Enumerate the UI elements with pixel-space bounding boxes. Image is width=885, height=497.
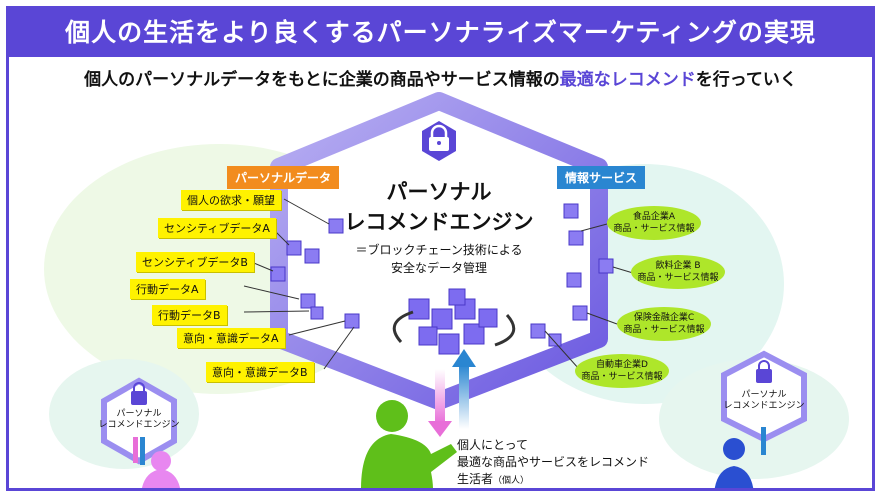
- up-arrow-head: [452, 349, 476, 367]
- page-subtitle: 個人のパーソナルデータをもとに企業の商品やサービス情報の最適なレコメンドを行って…: [9, 65, 872, 90]
- subtitle-text-2: を行っていく: [695, 70, 797, 90]
- small-engine-left-label: パーソナル レコメンドエンジン: [94, 409, 184, 431]
- engine-title-line2: レコメンドエンジン: [344, 210, 534, 234]
- company-name: 食品企業A: [632, 212, 676, 222]
- rotate-arrow-left: [392, 310, 414, 344]
- engine-description: ＝ブロックチェーン技術による 安全なデータ管理: [329, 241, 549, 277]
- consumer-figure: [361, 400, 457, 488]
- engine-title: パーソナル レコメンドエンジン: [344, 177, 534, 237]
- company-detail: 商品・サービス情報: [623, 325, 705, 335]
- small-engine-right-label: パーソナル レコメンドエンジン: [719, 390, 809, 412]
- company-badge: 食品企業A 商品・サービス情報: [607, 206, 701, 240]
- right-data-cubes: [530, 203, 614, 347]
- label-connectors: [243, 198, 355, 370]
- engine-desc-line2: 安全なデータ管理: [390, 261, 487, 275]
- lock-icon: [422, 121, 456, 161]
- small-engine-right-line2: レコメンドエンジン: [723, 401, 805, 411]
- up-arrow-shaft: [459, 364, 469, 429]
- consumer-label-small: （個人）: [493, 476, 530, 486]
- rotate-arrow-right: [494, 313, 516, 347]
- diagram-graphics: [44, 92, 849, 488]
- company-name: 飲料企業 B: [655, 261, 701, 271]
- company-detail: 商品・サービス情報: [581, 372, 663, 382]
- info-services-tag: 情報サービス: [557, 166, 646, 189]
- company-name: 自動車企業D: [596, 360, 648, 370]
- company-name: 保険金融企業C: [633, 313, 695, 323]
- company-connectors: [544, 223, 634, 370]
- personal-data-item: 意向・意識データB: [206, 362, 314, 382]
- personal-data-tag: パーソナルデータ: [227, 166, 340, 189]
- page-title: 個人の生活をより良くするパーソナライズマーケティングの実現: [9, 9, 872, 57]
- consumer-line1: 個人にとって: [457, 438, 529, 452]
- company-detail: 商品・サービス情報: [637, 273, 719, 283]
- company-badge: 保険金融企業C 商品・サービス情報: [617, 307, 711, 341]
- engine-title-line1: パーソナル: [386, 180, 492, 204]
- personal-data-item: 個人の欲求・願望: [181, 190, 281, 210]
- consumer-label: 生活者: [457, 472, 494, 486]
- company-badge: 自動車企業D 商品・サービス情報: [575, 354, 669, 388]
- down-arrow-head: [428, 421, 452, 437]
- company-badge: 飲料企業 B 商品・サービス情報: [631, 255, 725, 289]
- consumer-caption: 個人にとって 最適な商品やサービスをレコメンド 生活者（個人）: [457, 437, 650, 488]
- blockchain-cubes: [408, 288, 498, 355]
- small-engine-left-line2: レコメンドエンジン: [98, 420, 180, 430]
- personal-data-item: センシティブデータB: [136, 252, 254, 272]
- subtitle-text-1: 個人のパーソナルデータをもとに企業の商品やサービス情報の: [84, 70, 560, 90]
- small-left-up-arrow: [140, 437, 145, 465]
- small-engine-left-hex: [101, 377, 177, 465]
- company-detail: 商品・サービス情報: [613, 224, 695, 234]
- small-lock-left-icon: [131, 382, 147, 405]
- small-engine-right-line1: パーソナル: [741, 390, 787, 400]
- down-arrow-shaft: [435, 369, 445, 424]
- personal-data-item: センシティブデータA: [158, 218, 276, 238]
- engine-desc-line1: ＝ブロックチェーン技術による: [355, 243, 523, 257]
- consumer-line3: 生活者（個人）: [457, 471, 649, 488]
- personal-data-item: 意向・意識データA: [177, 328, 285, 348]
- subtitle-highlight: 最適なレコメンド: [559, 70, 696, 90]
- small-lock-right-icon: [756, 360, 772, 383]
- consumer-right-figure: [714, 438, 754, 488]
- consumer-line2: 最適な商品やサービスをレコメンド: [457, 455, 650, 469]
- left-data-cubes: [270, 218, 360, 329]
- personal-data-item: 行動データA: [130, 279, 205, 299]
- small-engine-left-line1: パーソナル: [116, 409, 162, 419]
- small-left-down-arrow: [133, 437, 138, 463]
- small-right-up-arrow: [761, 427, 766, 455]
- consumer-left-figure: [141, 451, 181, 488]
- personal-data-item: 行動データB: [152, 305, 227, 325]
- diagram-frame: 個人の生活をより良くするパーソナライズマーケティングの実現 個人のパーソナルデー…: [6, 6, 875, 491]
